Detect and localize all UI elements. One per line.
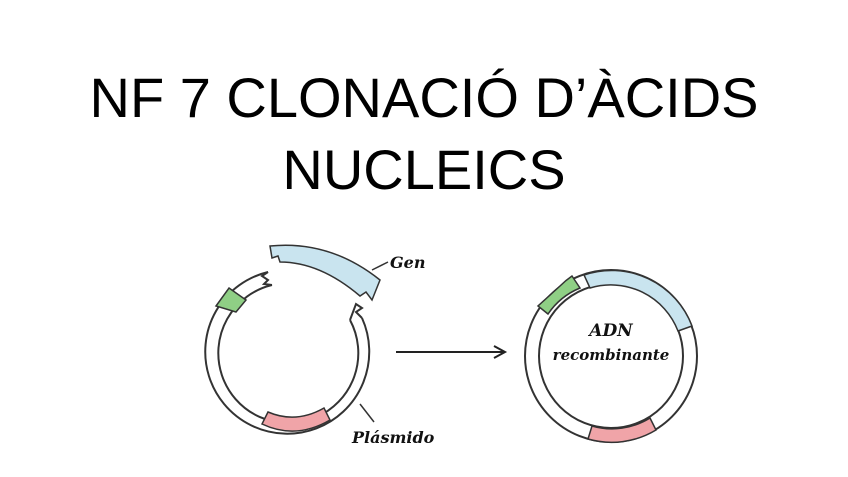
red-marker-open [260, 406, 331, 432]
gene-segment [582, 269, 693, 332]
process-arrow [396, 345, 508, 359]
green-marker-recombinant [536, 274, 582, 316]
label-plasmid: Plásmido [351, 428, 435, 447]
title-line-1: NF 7 CLONACIÓ D’ÀCIDS [89, 66, 759, 129]
green-marker-open [214, 286, 248, 313]
cut-end-right [349, 302, 364, 321]
gene-fragment [269, 244, 381, 302]
recombinant-plasmid: ADN recombinante [524, 269, 698, 444]
plasmid-pointer [359, 403, 375, 423]
title-line-2: NUCLEICS [282, 138, 566, 201]
red-marker-recombinant [587, 416, 657, 444]
gene-pointer [371, 261, 389, 271]
open-plasmid [204, 271, 371, 435]
slide-title: NF 7 CLONACIÓ D’ÀCIDS NUCLEICS [0, 62, 848, 206]
plasmid-ring-inner [217, 284, 360, 425]
label-gene: Gen [390, 253, 425, 272]
label-result-line-2: recombinante [553, 346, 670, 364]
label-result-line-1: ADN [587, 321, 634, 341]
cut-end-top [260, 271, 273, 286]
gene-insert: Gen [269, 244, 425, 302]
